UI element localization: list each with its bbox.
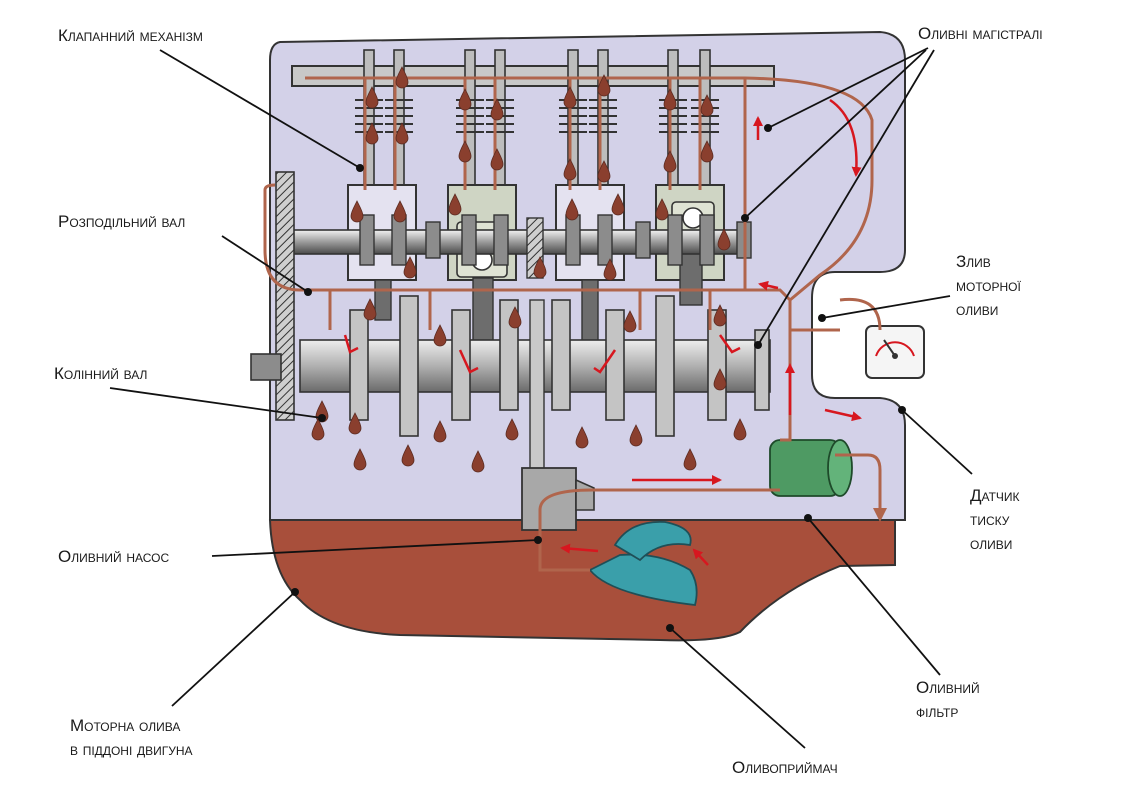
label-oil-filter: Оливний фільтр (916, 678, 980, 721)
oil-pump-outlet (575, 478, 595, 511)
label-oil-lines: Оливні магістралі (918, 24, 1043, 43)
rocker-shaft (291, 65, 775, 87)
crankshaft-nose (250, 353, 282, 381)
timing-gear (275, 171, 295, 421)
leader-dots (291, 124, 906, 632)
oil-pressure-gauge (865, 325, 925, 379)
oil-intake-upper (613, 521, 692, 562)
oil-pan (268, 519, 896, 642)
label-oil-pump: Оливний насос (58, 547, 170, 566)
oil-lines (263, 76, 882, 572)
leader-lines (109, 47, 973, 749)
label-oil-drain: Злив моторної оливи (956, 252, 1021, 319)
label-valve-mechanism: Клапанний механізм (58, 26, 203, 45)
camshaft-lobes (359, 214, 752, 266)
flow-arrows (343, 98, 862, 566)
oil-intake (588, 553, 698, 606)
pump-drive-shaft (529, 299, 545, 471)
label-oil-intake: Оливоприймач (732, 758, 838, 777)
label-pressure-sensor: Датчик тиску оливи (970, 486, 1020, 553)
label-crankshaft: Колінний вал (54, 364, 148, 383)
oil-pump (521, 467, 577, 531)
label-oil-in-pan: Моторна олива в піддоні двигуна (70, 716, 193, 759)
oil-filter (769, 439, 853, 497)
label-camshaft: Розподільний вал (58, 212, 186, 231)
crankshaft-webs (349, 295, 770, 437)
